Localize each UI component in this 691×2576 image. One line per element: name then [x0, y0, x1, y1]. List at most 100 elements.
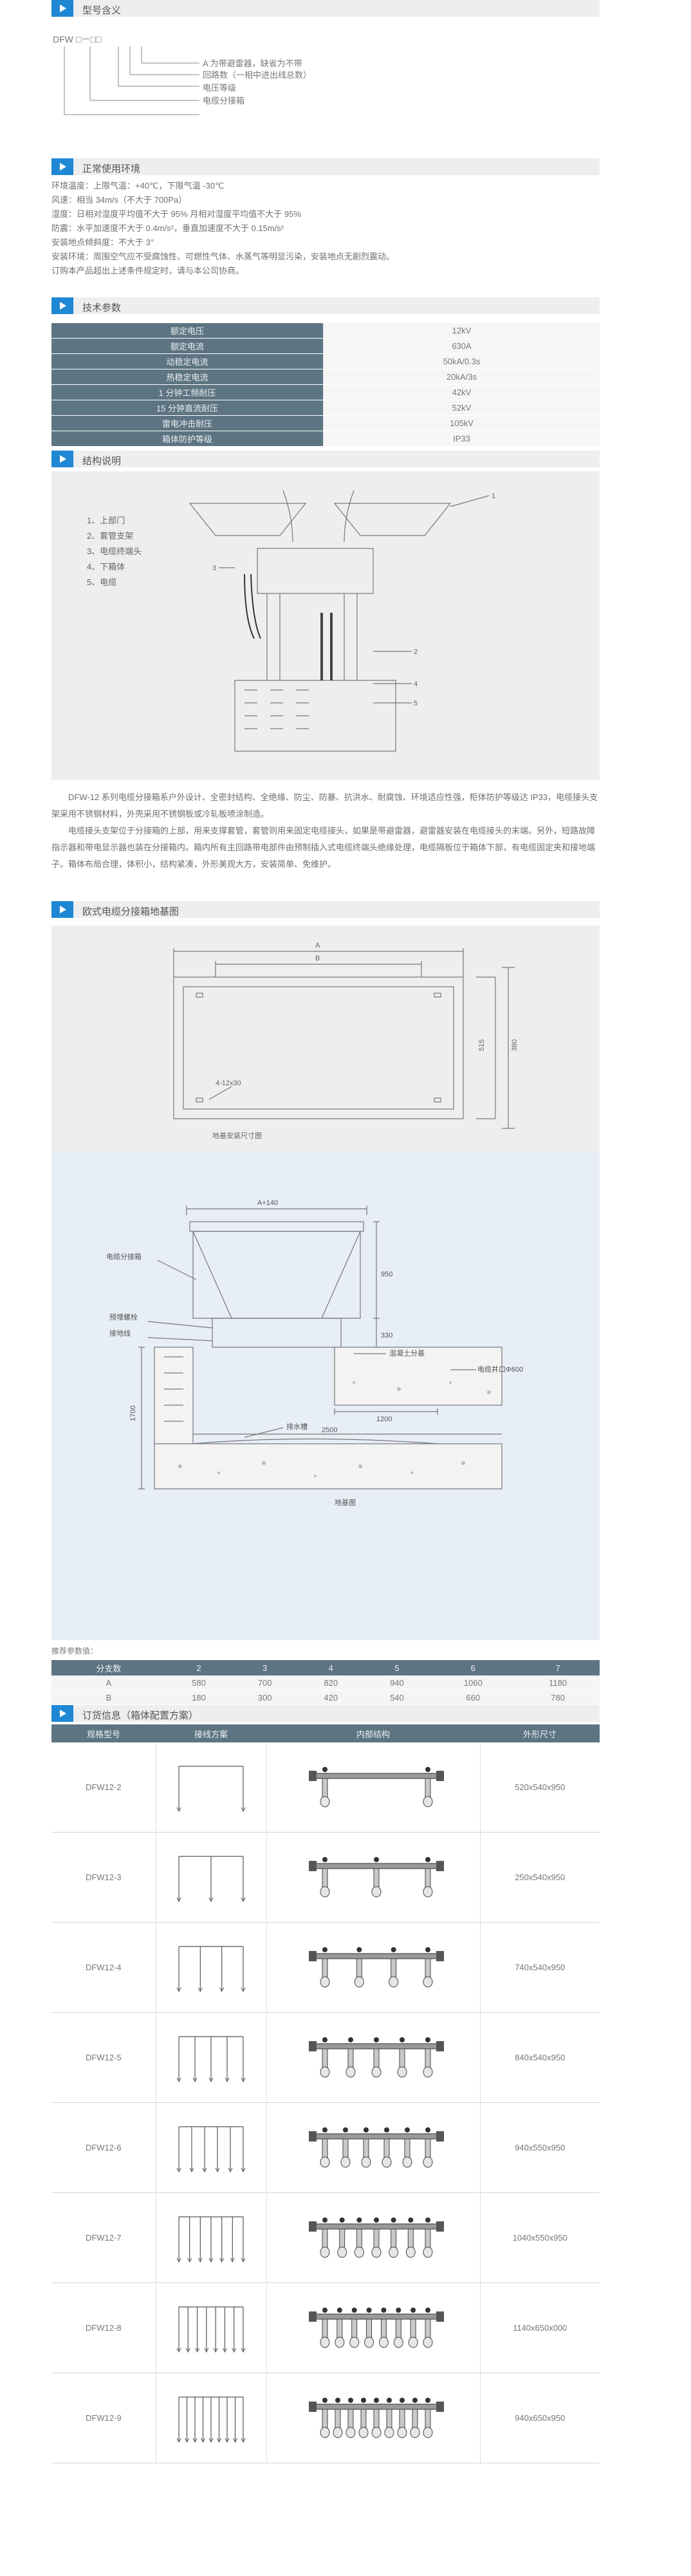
internal-structure-cell	[266, 1832, 481, 1923]
branch-arrow	[241, 2347, 246, 2353]
label-bolt: 预埋螺栓	[109, 1312, 138, 1321]
size-cell: 940x650x950	[480, 2373, 600, 2463]
cable-terminal-head	[364, 2337, 374, 2347]
branch-arrow	[225, 2077, 230, 2082]
internal-structure-diagram	[309, 1946, 444, 1987]
branch-arrow	[176, 2347, 181, 2353]
cable-terminal-head	[346, 2066, 356, 2077]
dim-2500: 2500	[322, 1426, 337, 1434]
size-cell: 1140x650x000	[480, 2282, 600, 2373]
param-value: 20kA/3s	[323, 369, 600, 385]
internal-structure-cell	[266, 2282, 481, 2373]
cable-terminal-head	[423, 2156, 433, 2167]
busbar	[315, 2133, 438, 2139]
scheme-cell	[156, 2282, 267, 2373]
model-code-lines: DFW □－□□	[53, 34, 199, 115]
env-line: 安装环境：周围空气应不受腐蚀性、可燃性气体、水蒸气等明显污染，安装地点无剧烈震动…	[51, 252, 395, 261]
label-box: 电缆分接箱	[106, 1252, 142, 1261]
branch-arrow	[241, 1987, 246, 1992]
model-note: 回路数（一相中进出线总数）	[203, 70, 312, 80]
size-cell: 940x550x950	[480, 2102, 600, 2193]
size-cell: 1040x550x950	[480, 2192, 600, 2283]
branch-arrow	[192, 2077, 198, 2082]
internal-structure-cell	[266, 2012, 481, 2103]
cable-terminal-head	[378, 2337, 389, 2347]
cable-terminal	[322, 2319, 328, 2338]
busbar	[315, 1773, 438, 1778]
legend-item: 5、电缆	[87, 577, 117, 587]
model-cell: DFW12-5	[51, 2012, 156, 2103]
branch-arrow	[241, 2438, 246, 2443]
branch-arrow	[204, 2347, 209, 2353]
bolt	[410, 2307, 416, 2313]
model-cell: DFW12-8	[51, 2282, 156, 2373]
cable-terminal	[373, 2048, 380, 2068]
play-icon	[51, 0, 73, 17]
table-cell: 780	[516, 1690, 600, 1705]
busbar	[315, 2403, 438, 2409]
cable-terminal-head	[340, 2156, 351, 2167]
cable-terminal	[425, 1868, 431, 1888]
size-cell: 520x540x950	[480, 1742, 600, 1833]
play-icon	[51, 901, 73, 918]
branch-arrow	[176, 2077, 181, 2082]
model-meaning-diagram: DFW □－□□ A 为带避雷器，缺省为不带 回路数（一相中进出线总数） 电压等…	[51, 17, 600, 120]
wiring-scheme-diagram	[176, 2125, 246, 2172]
internal-structure-diagram	[309, 1856, 444, 1897]
table-cell: 300	[232, 1690, 298, 1705]
branch-arrow	[208, 2438, 214, 2443]
cable-terminal	[425, 1778, 431, 1798]
column-header: 6	[430, 1660, 517, 1675]
scheme-cell	[156, 2373, 267, 2463]
section-title: 技术参数	[82, 303, 122, 313]
cable-terminal-head	[397, 2066, 407, 2077]
param-value: 12kV	[323, 323, 600, 339]
bolt	[425, 1766, 430, 1772]
cable-terminal	[410, 2319, 416, 2338]
busbar	[315, 1863, 438, 1869]
bolt	[361, 2397, 366, 2403]
branch-arrow	[201, 2438, 205, 2443]
section-title: 欧式电缆分接箱地基图	[82, 906, 180, 917]
size-cell: 250x540x950	[480, 1832, 600, 1923]
cable-terminal-head	[320, 2427, 330, 2438]
bolt	[425, 1856, 430, 1862]
legend-item: 3、电缆终端头	[87, 546, 142, 556]
cable-terminal	[407, 2228, 414, 2248]
bushing-end	[309, 1950, 317, 1961]
busbar	[315, 1953, 438, 1959]
section-header-model: 型号含义	[51, 0, 600, 17]
bolt	[400, 2037, 405, 2042]
bolt	[356, 1946, 362, 1952]
cable-terminal	[342, 2138, 349, 2158]
cable-terminal-head	[320, 1976, 330, 1987]
recommend-title: 推荐参数值：	[51, 1647, 98, 1656]
cable-terminal	[347, 2048, 354, 2068]
section-header-tech: 技术参数	[51, 297, 600, 314]
structure-description: DFW-12 系列电缆分接箱系户外设计、全密封结构、全绝缘、防尘、防暴、抗洪水、…	[51, 789, 600, 873]
cable-terminal	[380, 2319, 387, 2338]
branch-arrow	[225, 2438, 230, 2443]
dim-380: 380	[511, 1040, 519, 1051]
bushing-end	[436, 2131, 444, 2142]
cable-terminal-head	[382, 2156, 392, 2167]
param-name: 额定电流	[51, 338, 324, 354]
model-cell: DFW12-7	[51, 2192, 156, 2283]
table-cell: 660	[430, 1690, 517, 1705]
cable-terminal	[356, 1958, 362, 1978]
bolt	[408, 2217, 414, 2223]
bolt	[381, 2307, 387, 2313]
branch-arrow	[215, 2167, 220, 2172]
scheme-cell	[156, 1922, 267, 2013]
callout-4: 4	[414, 680, 418, 688]
scheme-cell	[156, 1832, 267, 1923]
bushing-end	[309, 2401, 317, 2412]
